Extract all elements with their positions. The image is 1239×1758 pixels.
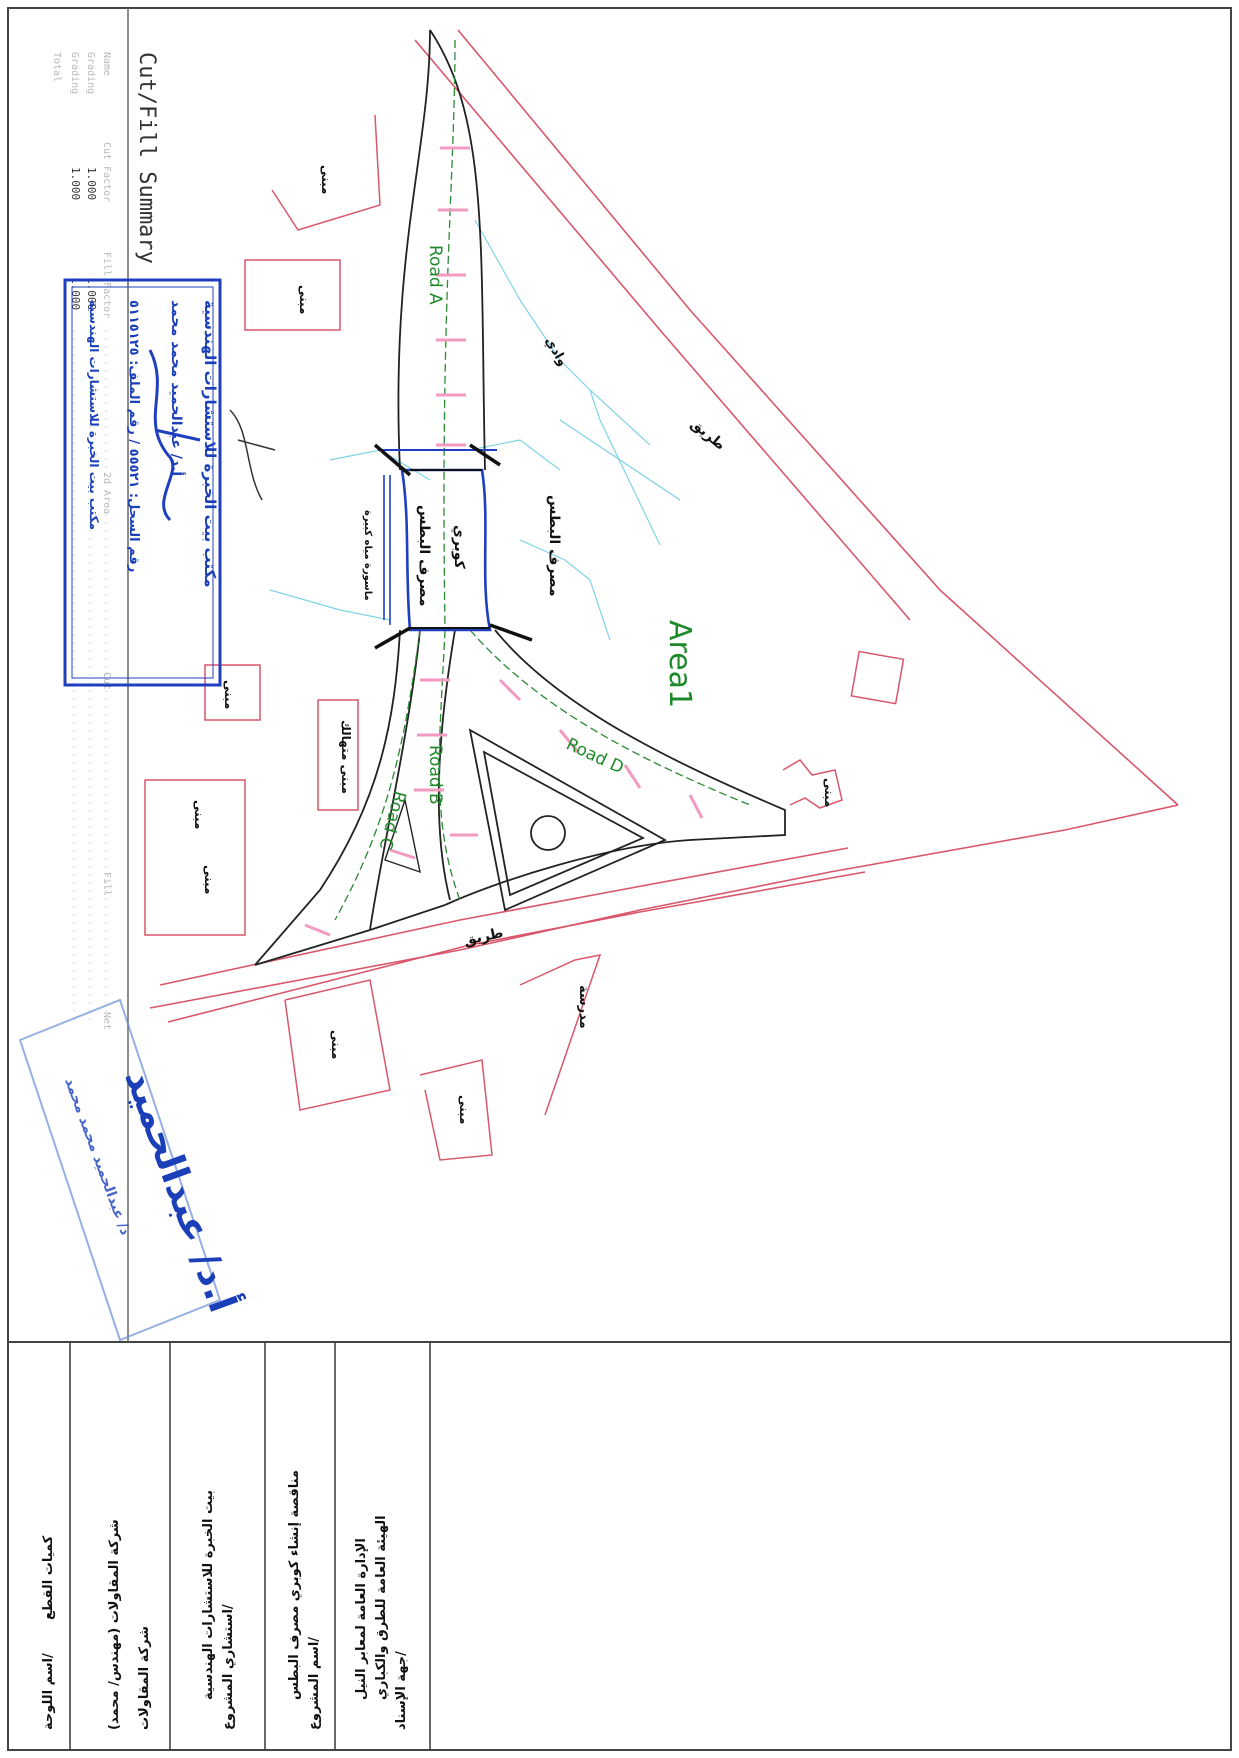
- summary-cell: 1.000: [69, 167, 82, 200]
- summary-row-1: Name Cut Factor Fill Factor 2d Area Cut …: [101, 52, 112, 1030]
- title-block: جهة الإسناد/ الهيئة العامة للطرق والكبار…: [41, 1342, 431, 1750]
- summary-cell: Fill Factor: [101, 252, 112, 318]
- stamp-signature: [148, 349, 201, 522]
- summary-cell: Grading: [85, 52, 96, 94]
- stamp-line-2: أ.د/ عبدالحميد محمد محمد: [168, 300, 186, 476]
- stamp-line-4: مكتب بيت الخبرة للاستشارات الهندسية: [87, 300, 101, 530]
- building-outlines: [144, 114, 905, 1161]
- road-centerlines: [334, 39, 751, 921]
- summary-cell: Cut Factor: [101, 142, 112, 202]
- road-top-label: طريق: [687, 416, 728, 454]
- summary-cell: 1.000: [85, 167, 98, 200]
- signature-stamp: أ.د/ عبدالحميد د/ عبدالحميد محمد محمد: [18, 998, 248, 1342]
- road-a-edge-right: [429, 29, 486, 471]
- bridge-deck: [400, 468, 492, 632]
- cut-fill-summary: Cut/Fill Summary Name Cut Factor Fill Fa…: [51, 52, 159, 1030]
- building-label: مبنى: [222, 680, 236, 709]
- summary-row-4: Total: [51, 52, 62, 82]
- stamp-line-3: رقم السجل: ٥٥٥٢١ / رقم الملف: ٥١١٥١٢٥: [126, 300, 141, 572]
- summary-row-2: Grading 1.000 1.000: [85, 52, 98, 310]
- road-d-label: Road D: [563, 734, 627, 778]
- summary-faint-lines: [73, 330, 107, 1020]
- channel-upper-label: مصرف البطس: [546, 495, 562, 597]
- road-geometry: [254, 29, 786, 966]
- title-row5-value: كميات القطع: [41, 1535, 56, 1620]
- title-row1-sub: الإدارة العامة لمعابر النيل: [354, 1538, 369, 1700]
- summary-title: Cut/Fill Summary: [134, 52, 159, 264]
- summary-cell: Cut: [101, 672, 112, 690]
- building-label: مبنى: [192, 800, 206, 829]
- road-boundaries: [149, 29, 1179, 1023]
- road-a-edge-left: [397, 29, 431, 471]
- summary-cell: 1.000: [69, 277, 82, 310]
- title-row1-value: الهيئة العامة للطرق والكباري: [374, 1515, 389, 1700]
- building-label: مبنى: [297, 285, 311, 314]
- summary-cell: Name: [101, 52, 112, 76]
- summary-cell: Grading: [69, 52, 80, 94]
- building-label: مبنى: [319, 165, 333, 194]
- building-label: مبنى: [457, 1095, 471, 1124]
- lower-road-edge-2: [167, 871, 866, 1023]
- title-row1-label: جهة الإسناد/: [394, 1651, 409, 1730]
- school-label: مدرسة: [576, 985, 591, 1029]
- road-c-wedge: [384, 797, 421, 874]
- road-b-c-outer: [254, 629, 401, 966]
- wadi-label: وادي: [542, 335, 571, 369]
- traffic-island: [468, 728, 668, 912]
- road-d-outer: [444, 629, 786, 906]
- main-road-edge-inner: [414, 39, 911, 621]
- bridge: [373, 443, 533, 650]
- wadi-lines: [269, 219, 681, 641]
- water-pipe-label: ماسورة مياه كبيرة: [362, 510, 373, 601]
- title-row4-label: شركة المقاولات: [137, 1626, 152, 1730]
- stamp-signature-black: [229, 409, 276, 501]
- road-a-label: Road A: [425, 245, 445, 305]
- summary-cell: Fill: [101, 872, 112, 896]
- building-label: مبنى: [202, 865, 216, 894]
- summary-cell: Net: [101, 1012, 112, 1030]
- summary-cell: Total: [51, 52, 62, 82]
- area-boundary-diagonal: [939, 589, 1179, 806]
- channel-lower-label: مصرف البطس: [416, 505, 432, 607]
- bridge-label: كوبري: [450, 525, 467, 570]
- main-road-edge-top: [457, 29, 941, 591]
- island-circle: [530, 815, 566, 851]
- building-demolished-label: مبنى متهالك: [339, 720, 353, 794]
- summary-cell: 1.000: [85, 277, 98, 310]
- road-b-label: Road B: [425, 745, 445, 805]
- title-row2-value: مناقصة إنشاء كوبري مصرف البطس: [287, 1470, 302, 1700]
- road-c-edge: [369, 629, 421, 931]
- summary-row-3: Grading 1.000 1.000: [69, 52, 82, 310]
- signature-handwriting: أ.د/ عبدالحميد: [117, 1062, 248, 1318]
- summary-cell: 2d Area: [101, 472, 112, 514]
- area-boundary-lower: [149, 804, 1179, 1009]
- signature-stamp-text: د/ عبدالحميد محمد محمد: [61, 1076, 133, 1238]
- lower-road-edge: [159, 847, 849, 986]
- area-label: Area1: [662, 620, 697, 708]
- title-row3-value: بيت الخبرة للاستشارات الهندسية: [201, 1490, 216, 1700]
- title-row2-label: اسم المشروع/: [307, 1637, 322, 1730]
- building-label: مبنى: [329, 1030, 343, 1059]
- station-ticks: [304, 146, 704, 937]
- title-row3-label: استشاري المشروع/: [221, 1604, 236, 1730]
- office-stamp: مكتب بيت الخبرة للاستشارات الهندسية أ.د/…: [63, 278, 276, 687]
- title-row4-value: شركة المقاولات (مهندس/ محمد): [107, 1519, 122, 1730]
- sheet-frame: [7, 7, 1232, 1751]
- stamp-line-1: مكتب بيت الخبرة للاستشارات الهندسية: [201, 300, 219, 588]
- title-row5-label: اسم اللوحة/: [41, 1653, 56, 1730]
- building-label: مبنى: [822, 778, 836, 807]
